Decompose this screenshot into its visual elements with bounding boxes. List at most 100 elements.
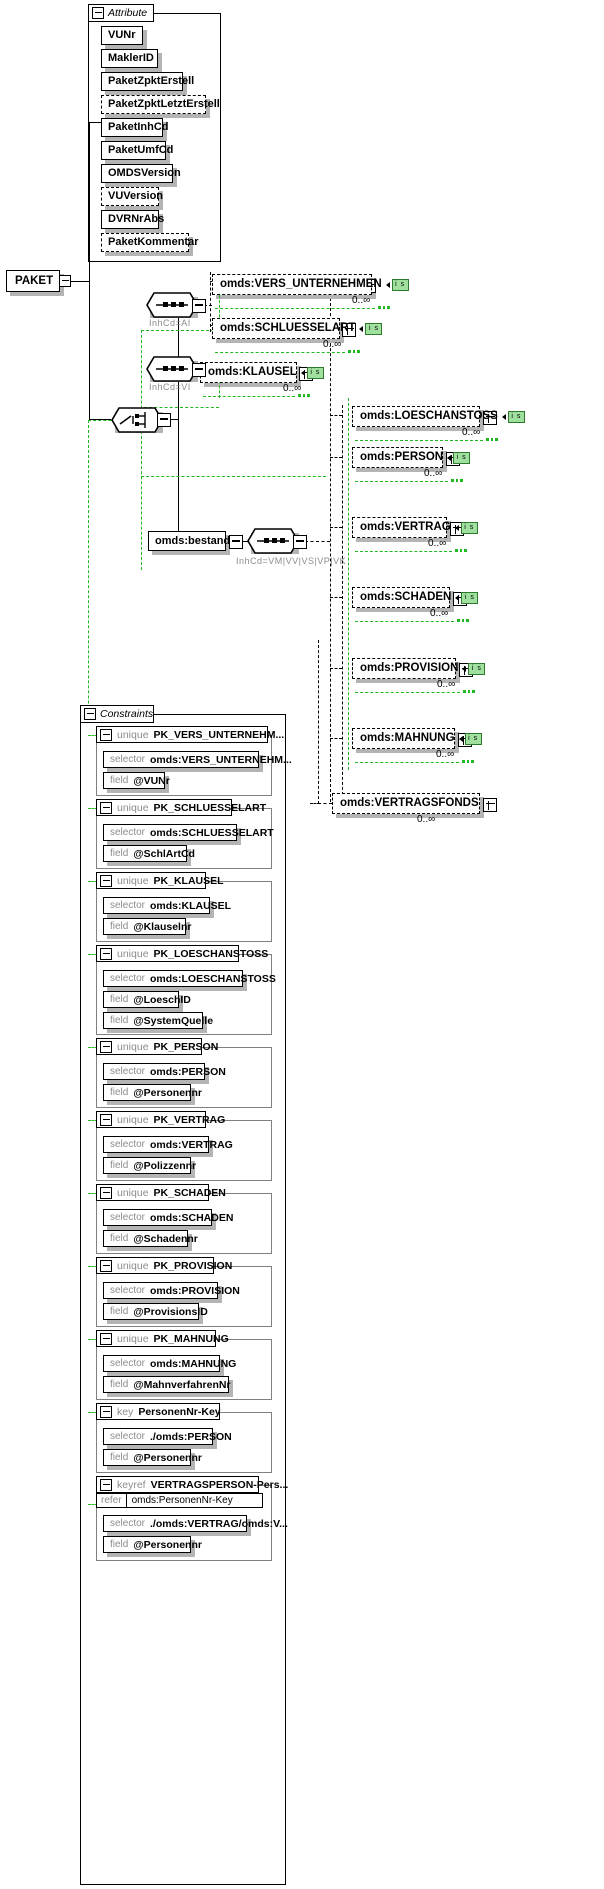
constraint-field[interactable]: field @Personennr [103,1536,202,1553]
collapse-icon[interactable] [100,1478,112,1491]
attribute-box-paketinhcd[interactable]: PaketInhCd [101,118,169,137]
sequence-vi-expand-box[interactable] [192,363,206,377]
constraint-selector[interactable]: selector omds:PERSON [103,1063,226,1080]
constraint-field[interactable]: field @MahnverfahrenNr [103,1376,231,1393]
collapse-icon[interactable] [100,874,112,887]
field-key: field [110,1452,129,1463]
collapse-icon[interactable] [84,708,96,720]
element-omds-schluesselart[interactable]: omds:SCHLUESSELART i s [212,318,383,339]
constraint-field[interactable]: field @Personennr [103,1449,202,1466]
element-omds-schaden[interactable]: omds:SCHADEN i s [352,587,479,608]
constraint-refer[interactable]: refer omds:PersonenNr-Key [96,1493,263,1508]
collapse-icon[interactable] [100,1259,112,1272]
sequence-ai-expand-box[interactable] [192,299,206,313]
constraint-kind: unique [117,1113,149,1126]
expand-icon[interactable] [483,411,497,425]
constraint-name: PersonenNr-Key [138,1405,221,1418]
constraint-selector[interactable]: selector omds:VERS_UNTERNEHM... [103,751,292,768]
constraint-selector[interactable]: selector ./omds:PERSON [103,1428,232,1445]
constraint-selector[interactable]: selector ./omds:VERTRAG/omds:V... [103,1515,288,1532]
element-omds-vertrag[interactable]: omds:VERTRAG i s [352,517,478,538]
sequence-compositor-vi[interactable] [146,356,202,382]
constraint-selector[interactable]: selector omds:MAHNUNG [103,1355,236,1372]
constraint-selector[interactable]: selector omds:KLAUSEL [103,897,231,914]
constraint-field[interactable]: field @Schadennr [103,1230,198,1247]
constraint-field[interactable]: field @SystemQuelle [103,1012,213,1029]
constraint-selector[interactable]: selector omds:VERTRAG [103,1136,233,1153]
collapse-icon[interactable] [59,275,72,287]
element-label: omds:VERTRAGSFONDS [340,796,479,809]
element-omds-provision[interactable]: omds:PROVISION i s [352,658,486,679]
constraint-header[interactable]: unique PK_MAHNUNG [96,1330,229,1347]
bestand-expand-box[interactable] [229,535,243,549]
attribute-box-omdsversion[interactable]: OMDSVersion [101,164,181,183]
collapse-icon[interactable] [100,1405,112,1418]
ref-arrow-icon [300,369,305,376]
constraint-header[interactable]: unique PK_PROVISION [96,1257,232,1274]
selector-value: omds:LOESCHANSTOSS [150,972,276,985]
attribute-box-maklerid[interactable]: MaklerID [101,49,158,68]
root-element-paket[interactable]: PAKET [6,270,72,292]
choice-expand-box[interactable] [157,413,171,427]
constraint-field[interactable]: field @LoeschID [103,991,191,1008]
collapse-icon[interactable] [92,7,104,19]
attribute-box-vuversion[interactable]: VUVersion [101,187,163,206]
constraint-header[interactable]: unique PK_SCHLUESSELART [96,799,266,816]
constraint-selector[interactable]: selector omds:PROVISION [103,1282,240,1299]
constraint-field[interactable]: field @VUNr [103,772,170,789]
constraint-field[interactable]: field @SchlArtCd [103,845,195,862]
constraint-selector[interactable]: selector omds:SCHLUESSELART [103,824,274,841]
choice-compositor[interactable] [111,407,167,433]
element-omds-person[interactable]: omds:PERSON i s [352,447,471,468]
constraint-selector[interactable]: selector omds:SCHADEN [103,1209,233,1226]
constraint-header[interactable]: unique PK_SCHADEN [96,1184,226,1201]
element-omds-klausel[interactable]: omds:KLAUSEL i s [200,362,324,383]
attribute-label: VUVersion [108,190,164,202]
constraint-name: PK_PERSON [153,1040,219,1053]
attribute-box-paketkommentar[interactable]: PaketKommentar [101,233,198,252]
expand-icon[interactable] [483,798,497,812]
constraint-header[interactable]: key PersonenNr-Key [96,1403,221,1420]
constraint-header[interactable]: unique PK_LOESCHANSTOSS [96,945,268,962]
element-omds-bestand[interactable]: omds:bestand [148,531,230,551]
collapse-icon[interactable] [100,1113,112,1126]
attribute-box-paketzpktletzterstell[interactable]: PaketZpktLetztErstell [101,95,220,114]
constraint-field[interactable]: field @Personennr [103,1084,202,1101]
constraints-group-tab[interactable]: Constraints [80,705,154,723]
constraint-name: PK_VERS_UNTERNEHM... [153,728,285,741]
constraint-header[interactable]: unique PK_VERS_UNTERNEHM... [96,726,284,743]
field-value: @MahnverfahrenNr [133,1378,231,1391]
constraint-header[interactable]: keyref VERTRAGSPERSON-Pers... [96,1476,288,1493]
sequence-compositor-ai[interactable] [146,292,202,318]
attribute-group-tab[interactable]: Attribute [88,4,154,22]
green-dots-icon [463,690,475,693]
constraint-header[interactable]: unique PK_KLAUSEL [96,872,224,889]
element-omds-vers-unternehmen[interactable]: omds:VERS_UNTERNEHMEN i s [212,274,409,295]
collapse-icon[interactable] [100,1186,112,1199]
collapse-icon[interactable] [100,801,112,814]
collapse-icon[interactable] [100,728,112,741]
collapse-icon[interactable] [100,1040,112,1053]
sequence-bestand-expand-box[interactable] [293,535,307,549]
green-bracket [355,762,459,763]
constraint-field[interactable]: field @Klauselnr [103,918,191,935]
attribute-box-dvrnrabs[interactable]: DVRNrAbs [101,210,164,229]
sequence-ai-caption: InhCd=AI [149,318,191,328]
constraint-header[interactable]: unique PK_VERTRAG [96,1111,225,1128]
element-omds-loeschanstoss[interactable]: omds:LOESCHANSTOSS i s [352,406,525,427]
constraint-selector[interactable]: selector omds:LOESCHANSTOSS [103,970,276,987]
sequence-compositor-bestand[interactable] [247,528,303,554]
attribute-box-paketumfcd[interactable]: PaketUmfCd [101,141,173,160]
constraint-header[interactable]: unique PK_PERSON [96,1038,218,1055]
collapse-icon[interactable] [100,947,112,960]
expand-icon[interactable] [342,323,356,337]
element-omds-vertragsfonds[interactable]: omds:VERTRAGSFONDS [332,793,480,814]
attribute-box-paketzpkterstell[interactable]: PaketZpktErstell [101,72,194,91]
constraint-field[interactable]: field @ProvisionsID [103,1303,208,1320]
selector-value: omds:KLAUSEL [150,899,232,912]
collapse-icon[interactable] [100,1332,112,1345]
attribute-box-vunr[interactable]: VUNr [101,26,143,45]
constraint-field[interactable]: field @Polizzennr [103,1157,196,1174]
element-omds-mahnung[interactable]: omds:MAHNUNG i s [352,728,482,749]
